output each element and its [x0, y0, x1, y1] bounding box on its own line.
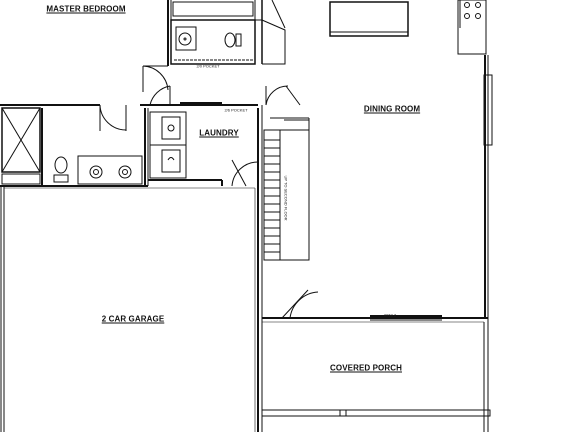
garage-walls — [0, 186, 256, 432]
porch — [262, 315, 491, 432]
laundry-room — [148, 102, 258, 186]
dining-walls — [329, 0, 493, 318]
garage-label: 2 CAR GARAGE — [101, 314, 165, 324]
laundry-label: LAUNDRY — [199, 128, 239, 138]
pocket-door-note-top: 2/0 POCKET — [196, 63, 220, 69]
master-bedroom-walls — [0, 0, 170, 106]
stair-note: UP TO SECOND FLOOR — [283, 175, 289, 221]
master-bath — [170, 0, 286, 65]
pocket-door-note-laundry: 2/6 POCKET — [224, 107, 248, 113]
header-note: 3068-2 — [383, 312, 397, 318]
master-bath-lower — [0, 107, 149, 187]
covered-porch-label: COVERED PORCH — [330, 363, 402, 373]
stairs — [257, 105, 310, 432]
dining-room-label: DINING ROOM — [363, 104, 421, 114]
master-bedroom-label: MASTER BEDROOM — [46, 4, 126, 14]
